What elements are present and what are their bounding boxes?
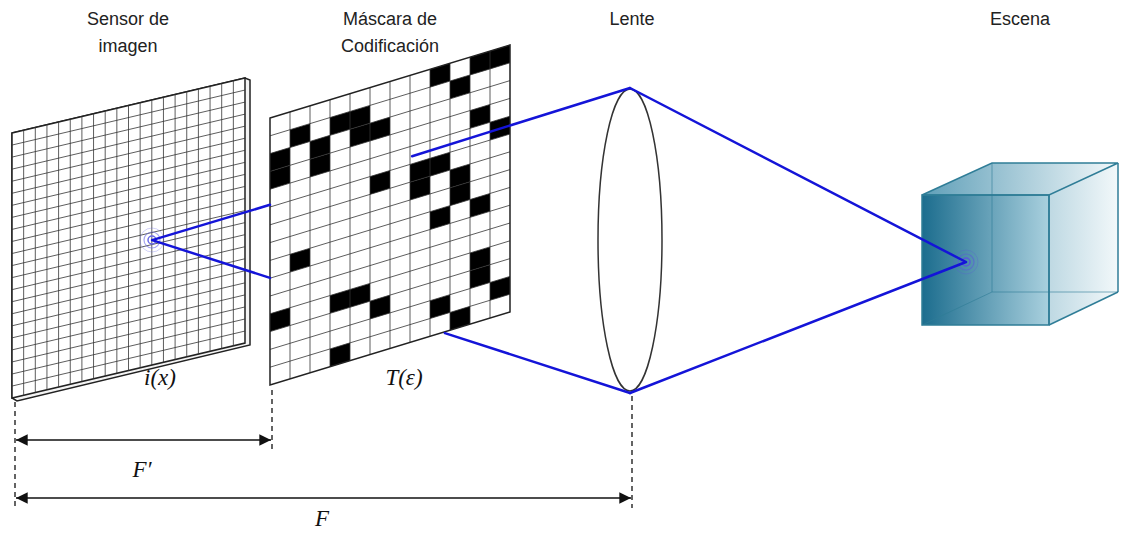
- light-ray: [412, 88, 630, 393]
- lens: Lente: [596, 88, 664, 393]
- light-ray: [152, 205, 270, 278]
- dimension-lines: [15, 390, 632, 508]
- sensor-frame: [12, 78, 250, 401]
- dimension-label: F′: [132, 457, 151, 483]
- image-sensor: Sensor de imageni(x): [10, 76, 250, 401]
- dimension-label: F: [315, 506, 329, 532]
- light-ray: [630, 88, 966, 393]
- lens: [598, 89, 662, 391]
- coding-mask: [270, 45, 510, 385]
- part-heading: Sensor de imagen: [58, 6, 198, 60]
- sensor-grid: [12, 78, 245, 398]
- scene: Escena: [920, 160, 1120, 328]
- part-heading: Lente: [562, 6, 702, 33]
- signal-label: i(x): [144, 365, 176, 391]
- signal-label: T(ε): [385, 365, 422, 391]
- coding-mask: Máscara de CodificaciónT(ε): [268, 43, 513, 388]
- part-heading: Máscara de Codificación: [320, 6, 460, 60]
- scene-cube: [922, 163, 1118, 325]
- part-heading: Escena: [950, 6, 1090, 33]
